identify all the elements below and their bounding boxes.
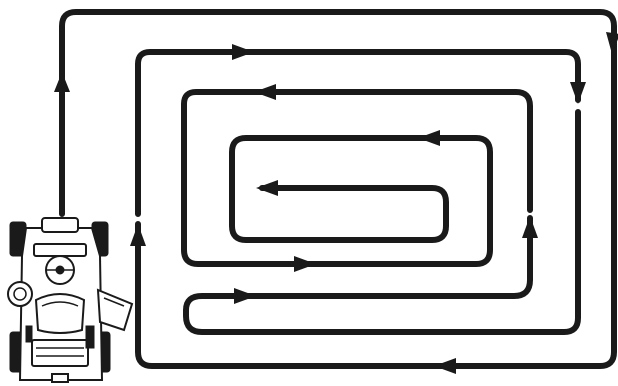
outer-path-loop [59, 9, 617, 369]
arrow-right-third-bottom [294, 256, 316, 272]
arrow-right-second-top [232, 44, 254, 60]
arrow-down-outer-right [606, 32, 618, 54]
arrow-up-third-right [522, 216, 538, 238]
third-path-loop [181, 89, 533, 267]
arrow-up-outer-left [54, 72, 70, 92]
second-path-loop [135, 49, 581, 335]
arrow-right-lower-uturn [234, 288, 256, 304]
arrow-left-center-end [256, 180, 278, 196]
arrow-up-second-left [130, 224, 146, 246]
arrow-left-inner-top [418, 130, 440, 146]
riding-mower-icon [7, 217, 134, 383]
arrow-down-second-right [570, 82, 586, 104]
arrow-left-outer-bottom [434, 358, 456, 374]
arrow-left-third-top [254, 84, 276, 100]
